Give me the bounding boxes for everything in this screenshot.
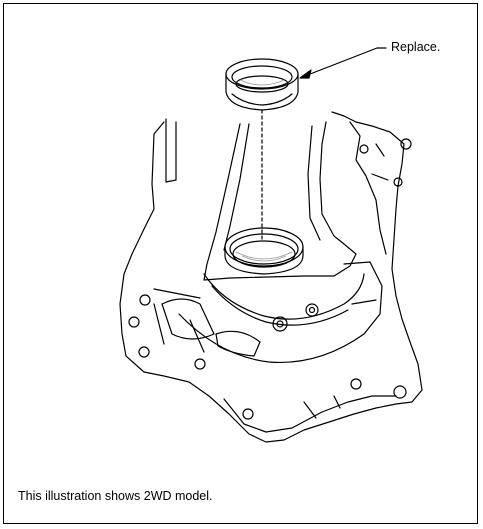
callout-arrowhead (299, 69, 312, 79)
sweep-arc-inner (211, 285, 349, 326)
right-lobe (343, 261, 383, 335)
oil-seal (225, 58, 299, 111)
caption: This illustration shows 2WD model. (18, 489, 213, 503)
housing-outline (119, 111, 423, 443)
bolt-bosses (128, 138, 412, 420)
sweep-arc-lower (178, 313, 365, 364)
lower-pocket-mid (215, 330, 261, 357)
lower-rib-1 (153, 288, 205, 353)
sweep-arc-outer (203, 273, 365, 320)
lower-pocket-left (161, 298, 215, 340)
center-web (203, 121, 357, 281)
callout-label: Replace. (391, 40, 441, 54)
bottom-flange (223, 395, 397, 433)
center-web-inner (223, 123, 321, 251)
callout-leader (304, 47, 387, 77)
right-flange (349, 121, 389, 255)
illustration-frame: Replace. This illustration shows 2WD mod… (3, 3, 478, 524)
bore-shading (235, 79, 293, 262)
housing-bore (224, 227, 304, 275)
left-rib (165, 118, 177, 183)
transmission-case-illustration (119, 47, 423, 443)
